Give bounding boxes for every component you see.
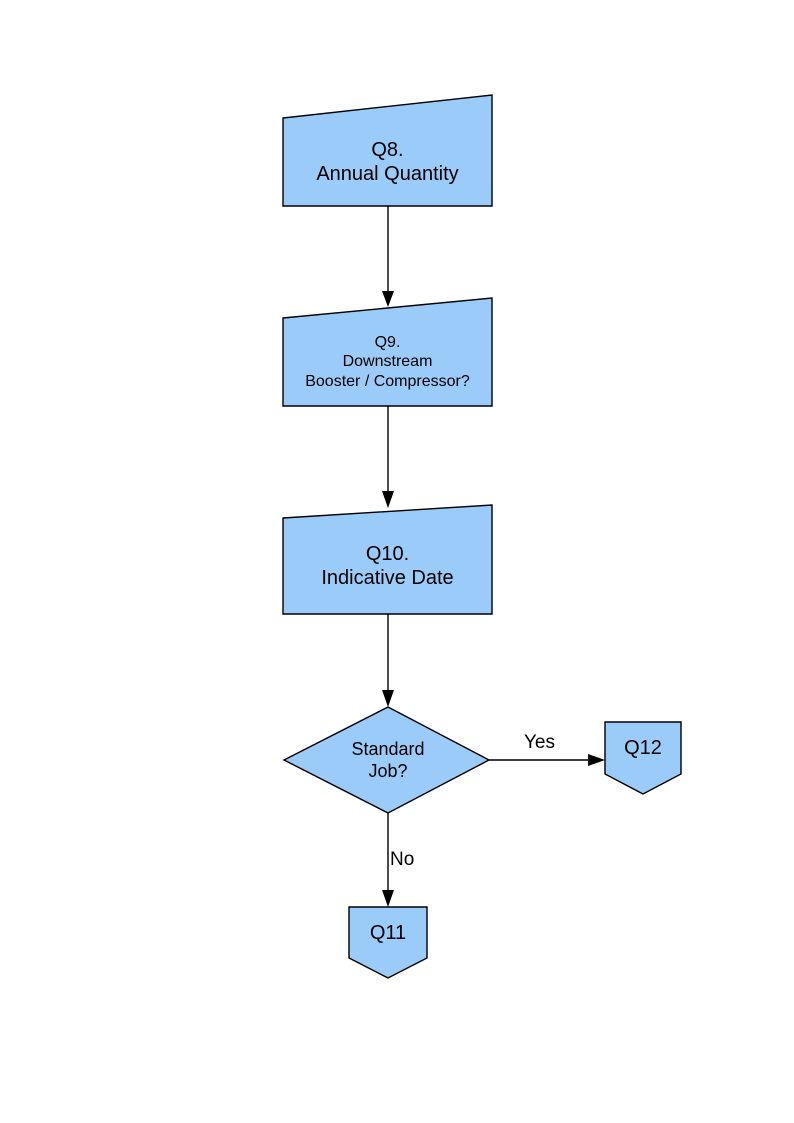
edge-label-no: No [390,849,415,870]
connector-decision-q11-arrowhead [382,890,394,907]
node-decision-shape[interactable] [282,706,491,814]
connector-q9-q10-arrowhead [382,491,394,508]
connector-q10-decision-arrowhead [382,690,394,707]
connector-q8-q9-arrowhead [382,291,394,307]
node-q9-shape[interactable] [282,297,493,407]
node-q11-shape[interactable] [348,906,428,979]
connector-decision-q12-arrowhead [588,754,605,766]
edge-label-yes: Yes [524,732,555,753]
node-q8-shape[interactable] [282,94,493,207]
node-q12-shape[interactable] [604,721,682,795]
node-q10-shape[interactable] [282,504,493,615]
